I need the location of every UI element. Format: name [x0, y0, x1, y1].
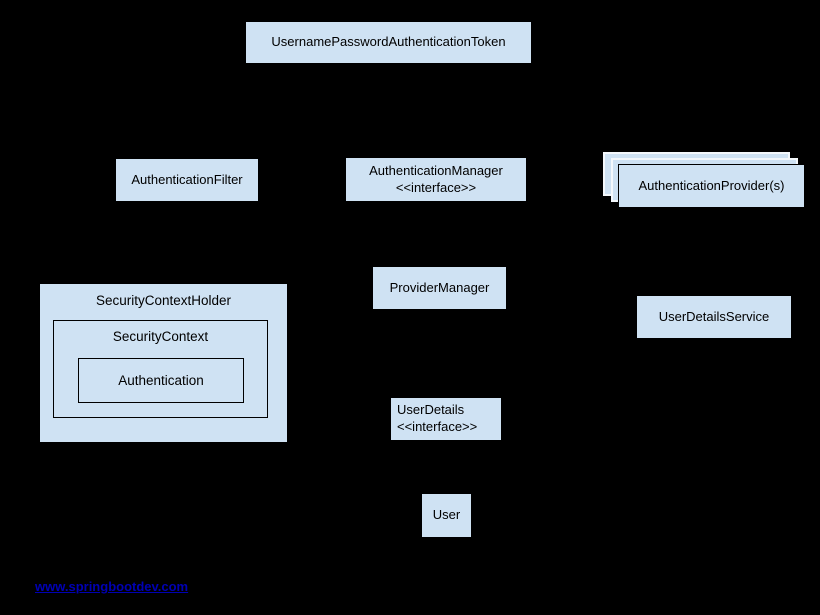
node-label: Authentication [118, 373, 204, 388]
node-authentication-providers: AuthenticationProvider(s) [618, 164, 805, 208]
node-label: SecurityContext [112, 329, 209, 344]
node-authentication: Authentication [78, 358, 244, 403]
node-label: UserDetailsService [658, 308, 770, 324]
node-label: AuthenticationManager [369, 162, 503, 178]
node-label: UsernamePasswordAuthenticationToken [271, 34, 506, 50]
node-label: UserDetails [397, 402, 465, 418]
node-label: ProviderManager [389, 279, 490, 295]
node-authentication-filter: AuthenticationFilter [115, 158, 259, 202]
node-stereotype: <<interface>> [395, 179, 477, 195]
node-label: User [432, 507, 461, 523]
node-user-details-service: UserDetailsService [636, 295, 792, 339]
node-label: AuthenticationFilter [131, 171, 243, 187]
node-user: User [421, 493, 472, 538]
watermark-link[interactable]: www.springbootdev.com [35, 579, 189, 594]
node-security-context-holder: SecurityContextHolder SecurityContext Au… [39, 283, 288, 443]
node-username-password-authentication-token: UsernamePasswordAuthenticationToken [245, 21, 532, 64]
node-label: SecurityContextHolder [95, 293, 232, 308]
node-provider-manager: ProviderManager [372, 266, 507, 310]
node-authentication-manager: AuthenticationManager <<interface>> [345, 157, 527, 202]
node-stereotype: <<interface>> [397, 419, 478, 434]
node-security-context: SecurityContext Authentication [53, 320, 268, 418]
node-user-details: UserDetails <<interface>> [390, 397, 502, 441]
node-label: AuthenticationProvider(s) [638, 177, 785, 193]
